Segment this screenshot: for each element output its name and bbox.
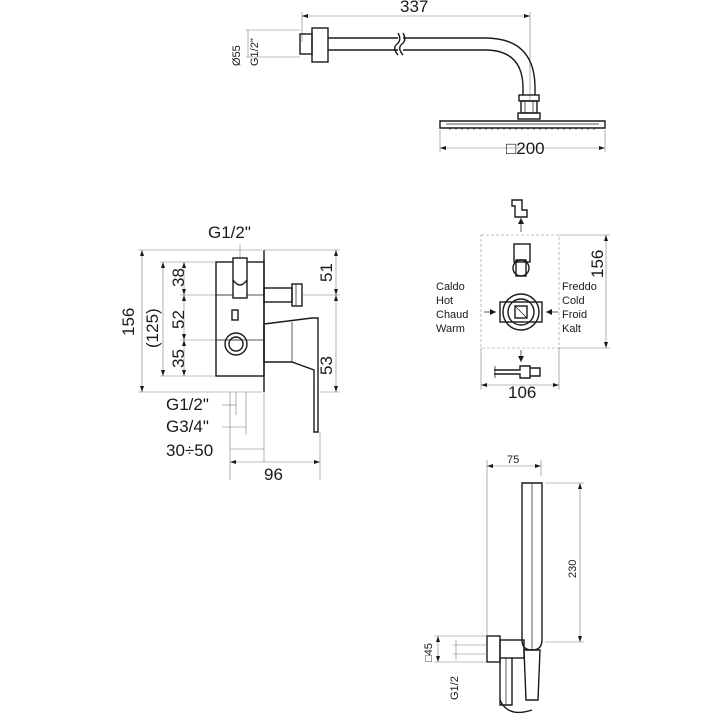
mixer-side-drawing: G1/2" 156 (125) 38 52 35 <box>119 223 340 484</box>
dim-53-label: 53 <box>317 356 336 375</box>
thread-g34-label: G3/4" <box>166 417 209 436</box>
hot-label-fr: Chaud <box>436 309 468 321</box>
front-height-label: 156 <box>588 250 607 278</box>
front-width-label: 106 <box>508 383 536 402</box>
arm-diameter-label: Ø55 <box>231 45 243 66</box>
arm-length-label: 337 <box>400 0 428 16</box>
cold-label-de: Kalt <box>562 323 581 335</box>
dim-35-label: 35 <box>169 349 188 368</box>
head-size-label: □200 <box>506 139 545 158</box>
hand-height-label: 230 <box>567 560 579 578</box>
cold-label-fr: Froid <box>562 309 587 321</box>
mixer-total-height-label: 156 <box>119 308 138 336</box>
hand-width-label: 75 <box>507 454 519 466</box>
mixer-inner-height-label: (125) <box>143 308 162 348</box>
hot-label-de: Warm <box>436 323 465 335</box>
cold-label-en: Cold <box>562 295 585 307</box>
hand-square-label: □45 <box>423 643 435 662</box>
mixer-width-label: 96 <box>264 465 283 484</box>
mixer-front-drawing: 106 156 Caldo Hot Chaud Warm Freddo Cold… <box>436 199 610 402</box>
arm-thread-label: G1/2" <box>249 38 261 66</box>
cold-label-it: Freddo <box>562 281 597 293</box>
hot-label-it: Caldo <box>436 281 465 293</box>
hand-thread-label: G1/2 <box>449 676 461 700</box>
thread-g12-label: G1/2" <box>166 395 209 414</box>
hand-shower-drawing: 75 230 □45 G1/2 <box>423 454 584 714</box>
dim-52-label: 52 <box>169 310 188 329</box>
dim-38-label: 38 <box>169 268 188 287</box>
dim-51-label: 51 <box>317 263 336 282</box>
shower-arm-drawing: 337 Ø55 G1/2" □200 <box>231 0 606 158</box>
depth-range-label: 30÷50 <box>166 441 213 460</box>
hot-label-en: Hot <box>436 295 453 307</box>
mixer-top-thread-label: G1/2" <box>208 223 251 242</box>
